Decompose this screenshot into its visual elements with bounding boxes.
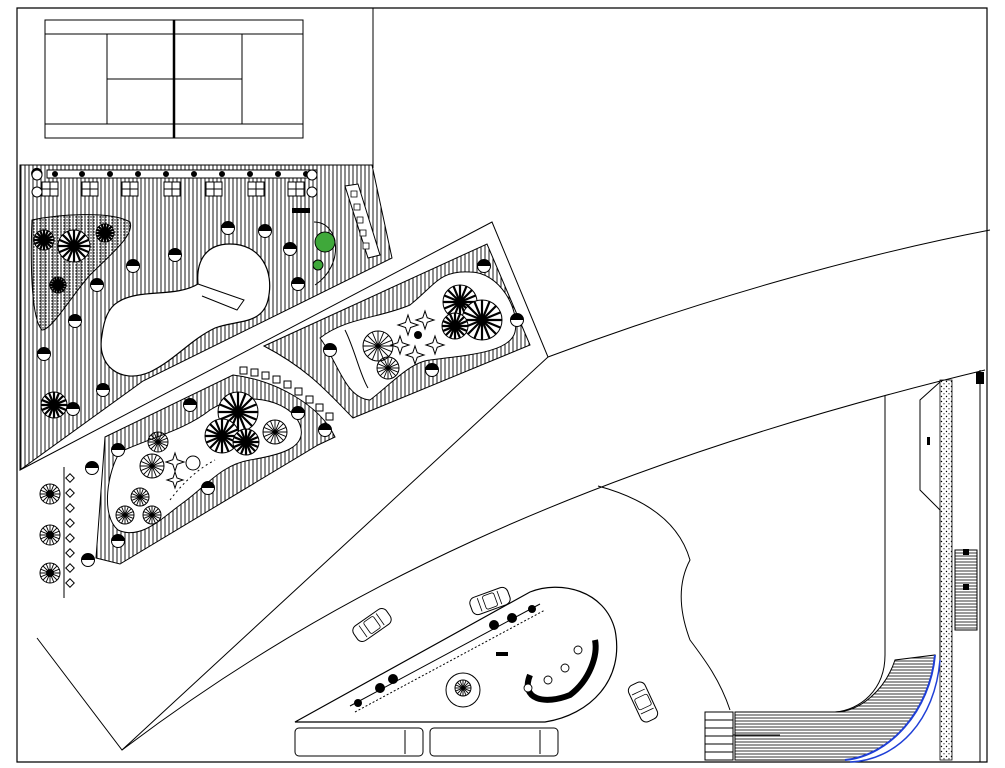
- island-shrubs: [354, 605, 536, 707]
- tennis-court: [45, 20, 303, 138]
- parking-island: [295, 587, 617, 722]
- deck-marker: [292, 208, 310, 213]
- curved-staircase: [727, 655, 941, 762]
- strip-benches: [240, 367, 333, 420]
- ramp: [705, 712, 733, 760]
- parked-buses: [295, 728, 558, 756]
- site-boundary: [17, 8, 987, 762]
- planter-island-west: [31, 215, 130, 330]
- green-shrubs: [313, 222, 336, 285]
- planting-strip-south: [96, 375, 335, 564]
- planting-strip-north: [264, 244, 530, 418]
- side-steps: [345, 184, 380, 258]
- east-corridor: [735, 370, 984, 762]
- lawn-boundary: [598, 486, 730, 710]
- swimming-pool: [101, 244, 270, 376]
- curved-road: [122, 230, 990, 750]
- west-tree-column: [40, 461, 99, 599]
